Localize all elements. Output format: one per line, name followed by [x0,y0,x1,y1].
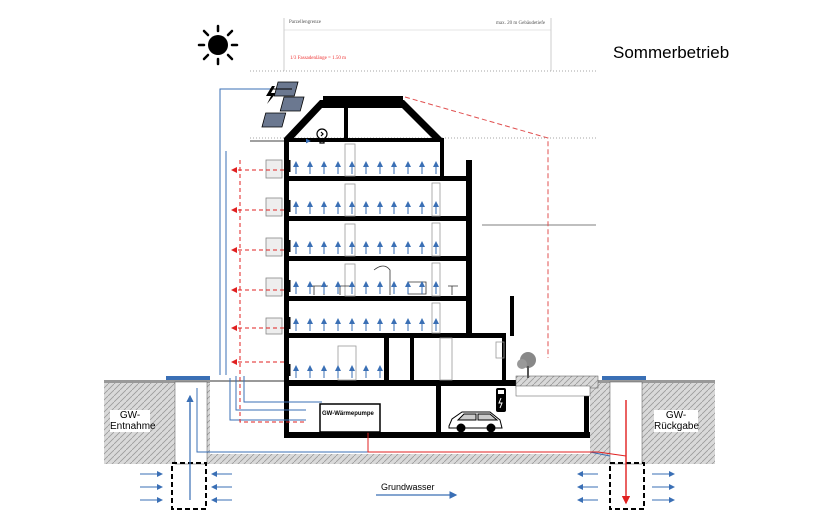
return-well-cap [602,376,646,380]
extraction-well-filter [171,462,207,510]
gw-rueckgabe-label-line1: GW- [665,410,687,421]
page-title: Sommerbetrieb [613,43,730,62]
heat-pump-box [319,403,381,433]
gw-entnahme-label-line2: Entnahme [110,421,156,432]
building-structure [284,96,590,438]
tree-icon [517,352,536,378]
gw-rueckgabe-label-line2: Rückgabe [654,421,700,432]
parzellengrenze-label: Parzellengrenze [289,20,321,25]
return-pipes [239,160,306,423]
heat-discharge-arrows [231,167,284,365]
return-line [367,432,627,457]
heat-pump-label: GW-Wärmepumpe [322,411,374,417]
gw-entnahme-label: GW- Entnahme [110,410,156,432]
ev-charger-icon [496,388,506,412]
car-icon [448,411,503,433]
return-well-filter [609,462,645,510]
sun-icon [197,24,239,66]
cooling-arrows [287,160,439,378]
grundwasser-label: Grundwasser [381,482,435,492]
ramp [515,385,591,397]
building-envelope-outline [404,96,549,358]
gebaeudetiefe-label: max. 20 m Gebäudetiefe [496,21,546,26]
facade-balconies [265,159,283,335]
lightbulb-icon [316,128,328,144]
interior-walls [337,143,505,381]
gw-entnahme-label-line1: GW- [119,410,141,421]
extraction-well-cap [166,376,210,380]
lightning-icon [266,86,276,104]
gw-rueckgabe-label: GW- Rückgabe [654,410,700,432]
groundwater-flow-arrows [140,471,675,503]
fassadenlaenge-label: 1/3 Fassadenlänge = 1.50 m [290,56,347,61]
